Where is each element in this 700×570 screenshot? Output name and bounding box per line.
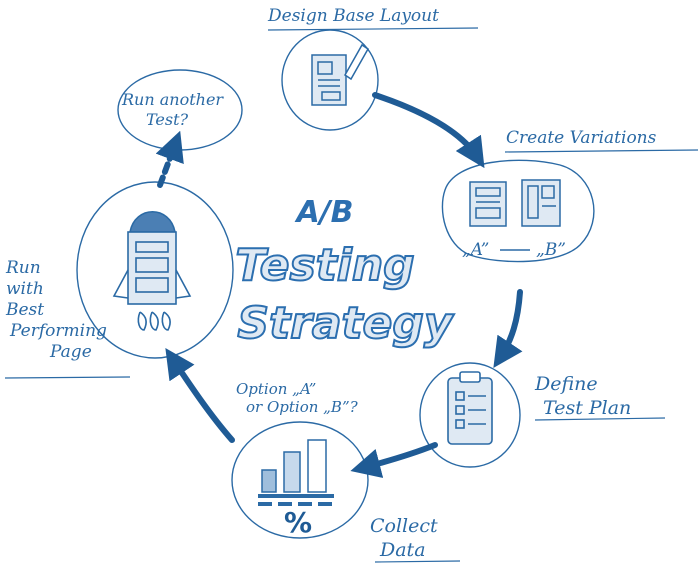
percent-symbol: % xyxy=(284,506,312,539)
title-group: A/B Testing Strategy xyxy=(234,195,456,350)
label-collect-data: Collect Data xyxy=(370,515,438,561)
design-underline xyxy=(267,27,479,31)
title-line-3: Strategy xyxy=(237,298,454,349)
data-circle xyxy=(231,421,369,539)
arrow-variations-to-plan xyxy=(493,289,523,368)
variations-circle xyxy=(441,159,595,263)
title-line-2: Testing xyxy=(235,240,414,291)
design-layout-icon xyxy=(311,43,369,106)
data-underline xyxy=(374,560,461,563)
arrow-rocket-to-another xyxy=(155,130,184,188)
arrow-design-to-variations xyxy=(372,92,485,169)
label-create-variations: Create Variations xyxy=(506,128,657,148)
variations-icon xyxy=(469,179,561,251)
label-run-best-page: Run with Best Performing Page xyxy=(6,258,107,362)
plan-circle xyxy=(419,362,521,468)
label-define-test-plan: Define Test Plan xyxy=(535,373,632,419)
label-design-base-layout: Design Base Layout xyxy=(268,6,439,26)
label-run-another-test: Run another Test? xyxy=(122,90,224,129)
bar-chart-icon xyxy=(258,439,334,506)
variations-underline xyxy=(504,149,699,153)
run-underline xyxy=(4,376,131,379)
label-option-question: Option „A” or Option „B”? xyxy=(236,380,358,416)
rocket-icon xyxy=(112,210,192,331)
title-line-1: A/B xyxy=(294,195,353,230)
clipboard-icon xyxy=(447,371,493,445)
label-variation-a: „A” xyxy=(462,240,490,260)
arrow-data-to-rocket xyxy=(165,348,235,443)
arrow-plan-to-data xyxy=(350,442,438,478)
rocket-circle xyxy=(76,181,234,359)
plan-underline xyxy=(534,417,666,421)
label-variation-b: „B” xyxy=(536,240,566,260)
